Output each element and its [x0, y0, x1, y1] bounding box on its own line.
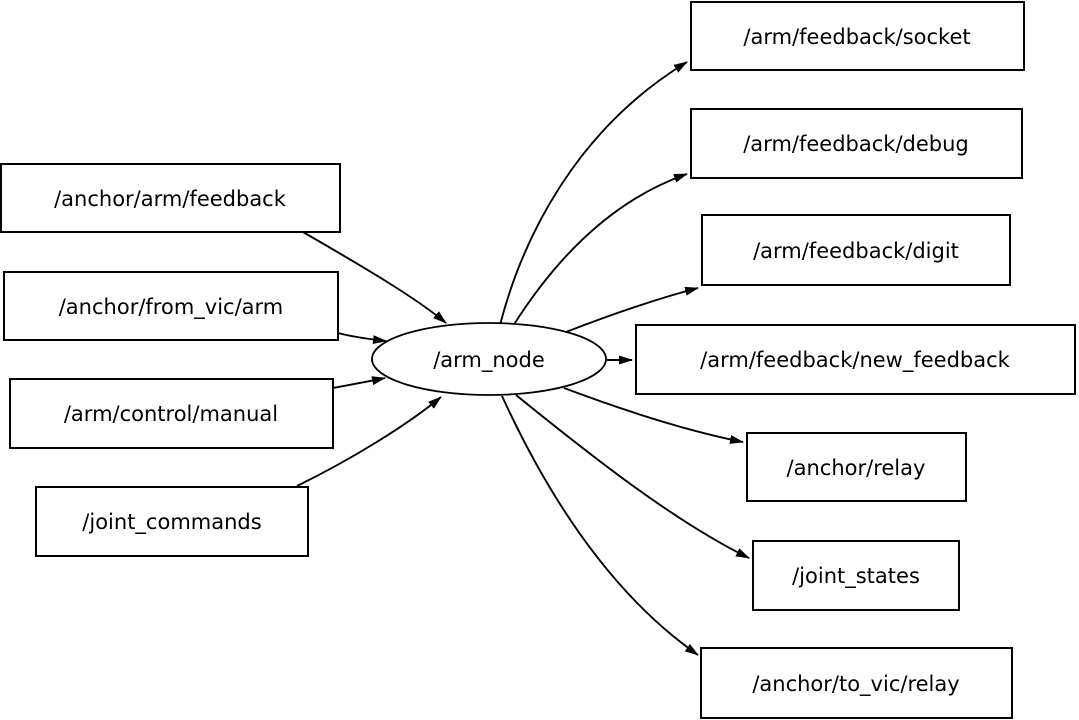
edge-anchor-arm-feedback-to-arm-node — [302, 231, 447, 324]
topic-box — [690, 1, 1025, 71]
topic-label: /anchor/to_vic/relay — [752, 672, 959, 697]
topic-box — [701, 214, 1011, 286]
topic-box — [35, 486, 309, 557]
node-ellipse — [371, 322, 607, 396]
edge-arm-node-to-arm-feedback-debug — [512, 173, 688, 327]
edge-arm-node-to-anchor-relay — [563, 387, 744, 444]
edge-anchor-from-vic-arm-to-arm-node — [337, 332, 387, 345]
topic-node-anchor-relay: /anchor/relay — [746, 432, 967, 502]
edge-arm-node-to-arm-feedback-digit — [565, 286, 699, 333]
topic-node-arm-feedback-socket: /arm/feedback/socket — [690, 1, 1025, 71]
topic-label: /anchor/arm/feedback — [54, 187, 287, 211]
node-arm-node: /arm_node — [371, 322, 607, 396]
topic-node-arm-feedback-new-feedback: /arm/feedback/new_feedback — [635, 324, 1076, 395]
topic-label: /arm/feedback/digit — [753, 239, 959, 263]
topic-node-anchor-to-vic-relay: /anchor/to_vic/relay — [700, 647, 1013, 719]
topic-box — [752, 540, 960, 611]
topic-box — [690, 108, 1023, 179]
topic-label: /arm/feedback/debug — [743, 132, 969, 156]
topic-node-arm-feedback-digit: /arm/feedback/digit — [701, 214, 1011, 286]
edge-arm-node-to-joint-states — [515, 394, 750, 559]
node-label: /arm_node — [433, 348, 545, 373]
topic-label: /arm/feedback/new_feedback — [700, 348, 1010, 373]
topic-node-joint-states: /joint_states — [752, 540, 960, 611]
topic-box — [9, 378, 334, 449]
edge-arm-node-to-anchor-to-vic-relay — [501, 395, 699, 656]
topic-node-joint-commands: /joint_commands — [35, 486, 309, 557]
edge-arm-node-to-arm-feedback-socket — [499, 61, 688, 326]
topic-box — [700, 647, 1013, 719]
topic-label: /arm/control/manual — [64, 402, 278, 426]
topic-node-arm-feedback-debug: /arm/feedback/debug — [690, 108, 1023, 179]
topic-box — [0, 163, 341, 233]
topic-box — [3, 271, 339, 341]
edge-joint-commands-to-arm-node — [296, 396, 442, 487]
topic-node-anchor-from-vic-arm: /anchor/from_vic/arm — [3, 271, 339, 341]
edge-arm-control-manual-to-arm-node — [332, 376, 386, 389]
topic-label: /anchor/from_vic/arm — [59, 295, 284, 320]
topic-label: /joint_commands — [82, 510, 261, 535]
topic-node-anchor-arm-feedback: /anchor/arm/feedback — [0, 163, 341, 233]
topic-label: /anchor/relay — [787, 456, 926, 480]
topic-label: /arm/feedback/socket — [743, 25, 970, 49]
topic-node-arm-control-manual: /arm/control/manual — [9, 378, 334, 449]
topic-label: /joint_states — [792, 564, 920, 589]
topic-box — [635, 324, 1076, 395]
topic-box — [746, 432, 967, 502]
